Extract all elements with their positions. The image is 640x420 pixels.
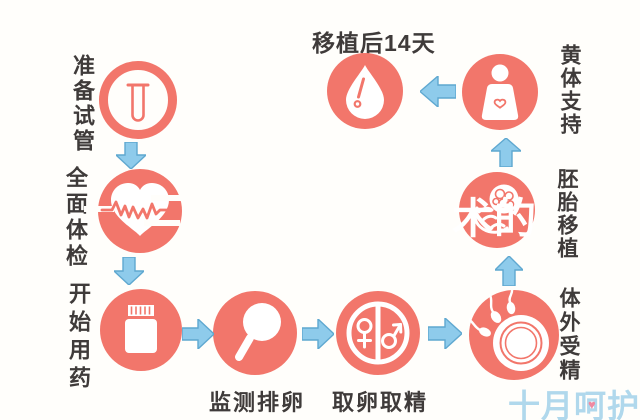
step-circle-ivf [469,290,559,380]
step-circle-checkup [84,169,196,253]
blood-drop-icon [346,65,384,119]
embryo-hand-icon [473,184,519,234]
test-tube-icon [126,83,150,122]
step-circle-luteal [462,54,538,130]
label-ivf-fertilization: 体外受精 [557,287,580,383]
egg-sperm-icon [469,290,549,371]
hand-strokes [473,206,509,234]
label-prepare-test-tube: 准备试管 [70,54,95,154]
sperm-cells [469,290,516,337]
step-circle-medication [100,289,182,371]
arrow-right-retrieve-to-ivf [428,318,462,349]
magnifier-icon [235,303,281,361]
brand-heart-icon: ♥ [588,397,596,412]
arrow-up-embryo-to-luteal [491,138,521,167]
arrow-up-ivf-to-embryo [495,256,523,286]
step-circle-retrieve [336,291,420,375]
pill-bottle-icon [125,305,157,353]
brand-watermark: 十月呵护 [508,388,640,420]
female-symbol [356,318,373,349]
female-male-icon [346,301,410,365]
arrow-down-checkup-to-medication [114,257,144,285]
male-symbol [381,323,403,349]
step-circle-embryo [459,172,535,248]
arrow-left-luteal-to-result [420,76,456,107]
label-luteal-support: 黄体支持 [558,44,581,136]
label-14-days-after-transfer: 移植后14天 [312,30,436,56]
label-retrieve-egg-sperm: 取卵取精 [332,390,429,415]
arrow-right-monitor-to-retrieve [302,319,334,349]
arrow-right-medication-to-monitor [182,319,214,349]
label-start-medication: 开始用药 [66,282,91,394]
white-watermark-text: 术的 [452,195,537,242]
label-monitor-ovulation: 监测排卵 [209,390,306,415]
label-embryo-transfer: 胚胎移植 [555,168,578,260]
label-full-checkup: 全面体检 [63,166,88,270]
step-circle-monitor [213,291,297,375]
pregnant-woman-icon [481,64,519,120]
step-circle-prepare [99,61,177,139]
arrow-down-prepare-to-checkup [116,142,146,169]
heartbeat-icon [84,183,196,236]
step-circle-result [327,53,403,129]
